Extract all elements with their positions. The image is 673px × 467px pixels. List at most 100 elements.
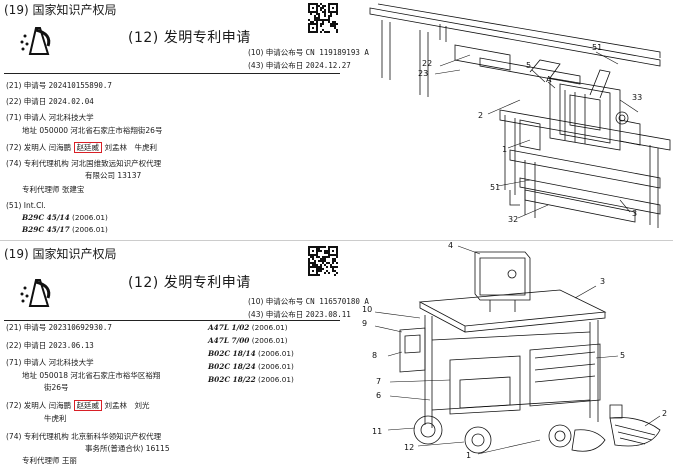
qr-module: [336, 3, 338, 5]
qr-module: [314, 3, 316, 5]
qr-module: [310, 274, 312, 276]
qr-module: [328, 17, 330, 19]
figure-reference-label: 51: [490, 183, 500, 192]
qr-module: [316, 9, 318, 11]
qr-module: [316, 264, 318, 266]
qr-module: [332, 270, 334, 272]
qr-module: [318, 268, 320, 270]
qr-module: [312, 246, 314, 248]
qr-module: [320, 19, 322, 21]
qr-module: [332, 3, 334, 5]
qr-module: [316, 250, 318, 252]
qr-module: [320, 23, 322, 25]
inventor-label: (72) 发明人: [6, 143, 47, 152]
qr-module: [328, 31, 330, 33]
qr-module: [312, 256, 314, 258]
header-rule: [4, 73, 340, 74]
inventor-1: 闫海鹏: [48, 401, 72, 410]
qr-module: [324, 11, 326, 13]
qr-module: [314, 23, 316, 25]
qr-module: [336, 262, 338, 264]
qr-module: [324, 250, 326, 252]
qr-module: [336, 250, 338, 252]
ipc-1-ver: (2006.01): [71, 213, 108, 222]
qr-module: [310, 266, 312, 268]
qr-module: [326, 252, 328, 254]
figure-reference-label: 2: [478, 111, 483, 120]
qr-module: [324, 260, 326, 262]
app-date-label: (22) 申请日: [6, 341, 47, 350]
qr-module: [318, 256, 320, 258]
qr-module: [310, 254, 312, 256]
agent-label: 专利代理师: [22, 456, 60, 465]
qr-module: [322, 7, 324, 9]
qr-module: [334, 27, 336, 29]
qr-module: [328, 252, 330, 254]
qr-module: [318, 260, 320, 262]
qr-module: [316, 274, 318, 276]
qr-module: [316, 270, 318, 272]
ipc-entry: A47L 7/00 (2006.01): [208, 336, 288, 345]
qr-module: [312, 21, 314, 23]
qr-module: [310, 246, 312, 248]
qr-module: [334, 258, 336, 260]
qr-module: [312, 3, 314, 5]
qr-module: [332, 254, 334, 256]
agency-line1: 北京新科华领知识产权代理: [71, 432, 162, 441]
qr-module: [332, 268, 334, 270]
qr-module: [318, 246, 320, 248]
figure-reference-label: 6: [376, 391, 381, 400]
qr-module: [328, 246, 330, 248]
qr-module: [312, 11, 314, 13]
qr-module: [328, 21, 330, 23]
figure-reference-label: 1: [502, 145, 507, 154]
figure-reference-label: 8: [372, 351, 377, 360]
qr-module: [330, 11, 332, 13]
applicant: 河北科技大学: [48, 113, 94, 122]
qr-module: [318, 13, 320, 15]
ipc-entry: B02C 18/14 (2006.01): [208, 349, 294, 358]
qr-module: [336, 246, 338, 248]
qr-module: [328, 7, 330, 9]
qr-module: [310, 256, 312, 258]
qr-module: [312, 23, 314, 25]
office-name: (19) 国家知识产权局: [4, 3, 117, 17]
qr-module: [316, 248, 318, 250]
qr-module: [308, 25, 310, 27]
qr-module: [328, 5, 330, 7]
qr-module: [308, 250, 310, 252]
qr-module: [312, 274, 314, 276]
qr-module: [330, 15, 332, 17]
figure-reference-label: 22: [422, 59, 432, 68]
qr-module: [308, 246, 310, 248]
figure-reference-label: 11: [372, 427, 382, 436]
header-rule: [4, 320, 340, 321]
qr-module: [322, 246, 324, 248]
document-type: (12) 发明专利申请: [128, 275, 251, 291]
qr-module: [332, 262, 334, 264]
highlighted-inventor: 赵廷威: [73, 142, 103, 153]
qr-module: [318, 5, 320, 7]
qr-module: [324, 272, 326, 274]
cnipa-emblem-icon: [20, 27, 51, 55]
qr-module: [318, 19, 320, 21]
qr-module: [316, 23, 318, 25]
qr-module: [328, 3, 330, 5]
agent-label: 专利代理师: [22, 185, 60, 194]
qr-module: [308, 266, 310, 268]
qr-module: [326, 256, 328, 258]
qr-module: [312, 262, 314, 264]
agency-line2: 事务所(普通合伙) 16115: [85, 444, 170, 453]
qr-module: [326, 262, 328, 264]
qr-module: [328, 272, 330, 274]
qr-module: [316, 246, 318, 248]
agent: 王丽: [61, 456, 77, 465]
qr-module: [308, 9, 310, 11]
qr-module: [332, 266, 334, 268]
qr-module: [336, 254, 338, 256]
pub-date: 2024.12.27: [305, 61, 351, 70]
qr-module: [320, 3, 322, 5]
qr-module: [314, 17, 316, 19]
document-type: (12) 发明专利申请: [128, 30, 251, 46]
qr-module: [318, 17, 320, 19]
